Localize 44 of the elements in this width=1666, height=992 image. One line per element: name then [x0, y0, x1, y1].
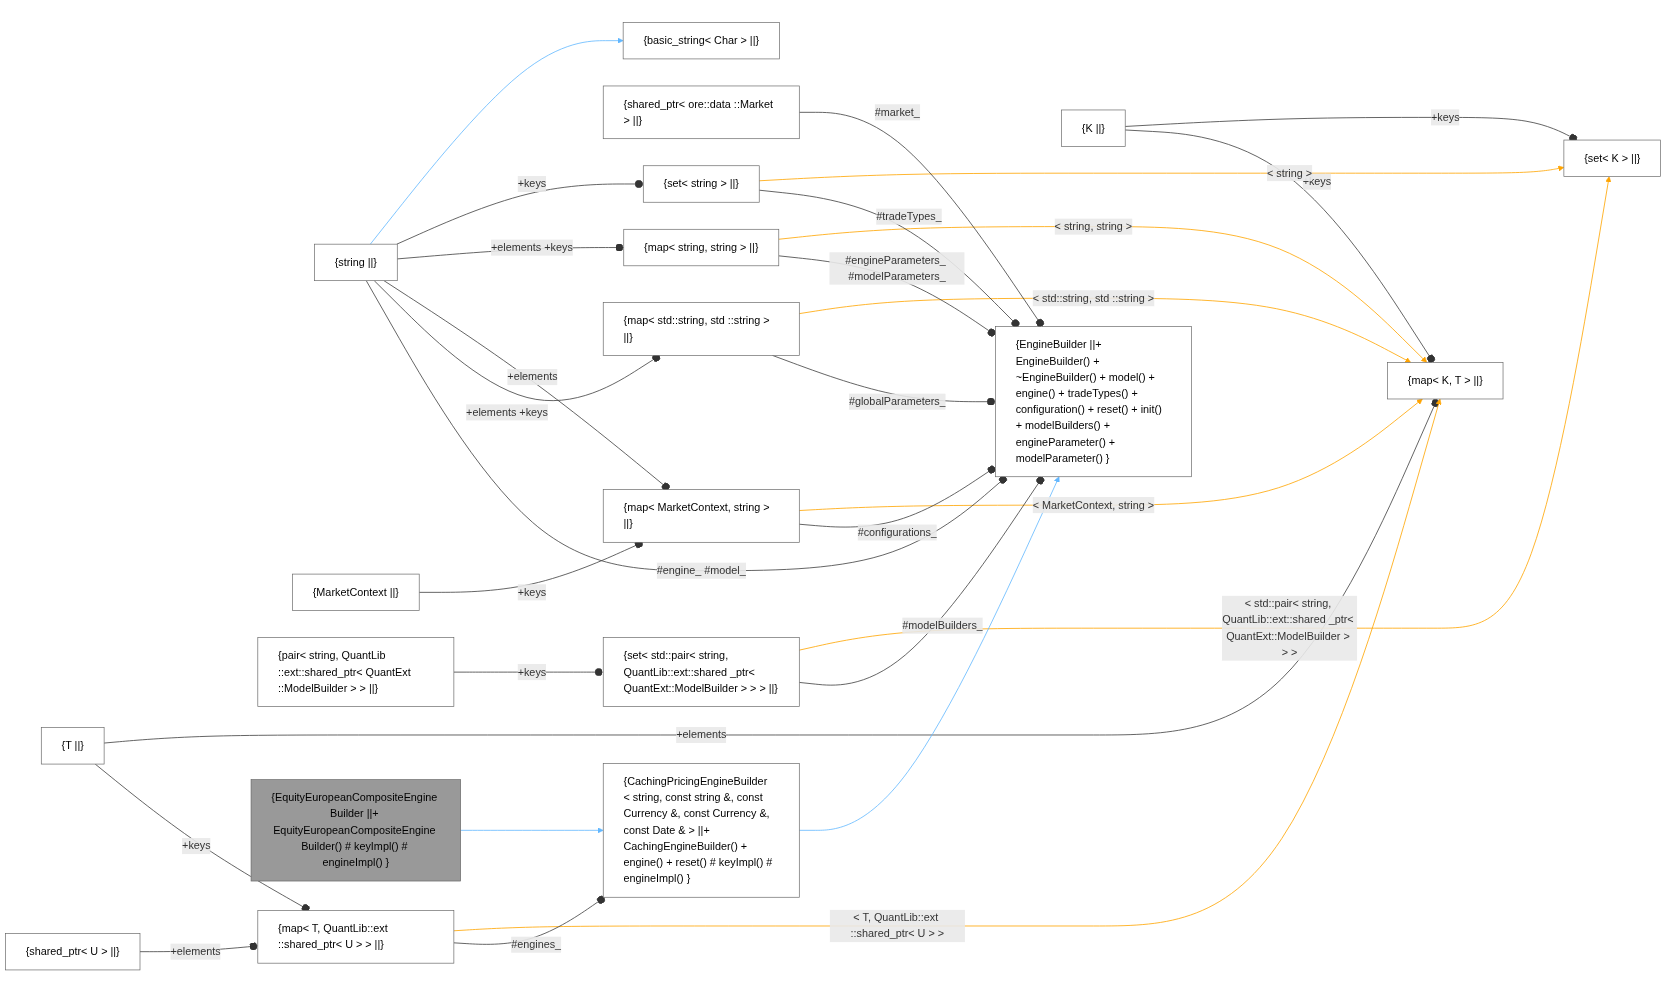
edge-label: < string, string >: [1054, 220, 1133, 232]
node-box: {MarketContext ||}: [292, 573, 420, 611]
node-box: {set< K > ||}: [1563, 139, 1661, 177]
node-box: {EquityEuropeanCompositeEngine Builder ||+ EquityEuropeanCompositeEngine Builder() # keyImpl() # engineImpl() }: [250, 779, 461, 882]
node-box: {pair< string, QuantLib ::ext::shared_ptr< QuantExt ::ModelBuilder > > ||}: [257, 637, 455, 707]
edge-label: #engineParameters_ #modelParameters_: [845, 254, 946, 282]
edge-label: +keys: [182, 839, 211, 852]
edge-label: < string >: [1266, 166, 1312, 179]
edge-label: +elements: [507, 370, 558, 383]
node-box: {CachingPricingEngineBuilder < string, const string &, const Currency &, const Currency &, const Date & > ||+ CachingEngineBuilder() + engine() + reset() # keyImpl() # engineImpl() }: [602, 762, 800, 898]
node-box: {shared_ptr< ore::data ::Market > ||}: [602, 85, 800, 139]
edge-label: +keys: [1430, 111, 1460, 123]
node-box: {basic_string< Char > ||}: [622, 21, 780, 60]
edge-label: < std::string, std ::string >: [1032, 291, 1155, 304]
node-box: {map< string, string > ||}: [623, 228, 780, 266]
edge-label: #engines_: [511, 938, 562, 950]
node-box: {map< T, QuantLib::ext ::shared_ptr< U > > ||}: [257, 909, 455, 964]
node-box: {set< string > ||}: [642, 165, 760, 203]
edge-label: +elements +keys: [466, 406, 548, 418]
edge-label: #configurations_: [857, 526, 938, 538]
node-box: {T ||}: [40, 727, 105, 765]
node-box: {map< std::string, std ::string > ||}: [602, 302, 800, 356]
edge-label: #tradeTypes_: [876, 210, 942, 222]
edge-label: +elements: [676, 728, 727, 741]
edge-label: #modelBuilders_: [902, 619, 983, 631]
node-box: {shared_ptr< U > ||}: [5, 932, 141, 971]
edge-label: +elements +keys: [491, 241, 573, 253]
edge-label: +keys: [517, 177, 547, 190]
edge-label: +keys: [1302, 175, 1332, 187]
edge-label: #market_: [874, 106, 920, 118]
edge-label: < std::pair< string, QuantLib::ext::shared _ptr< QuantExt::ModelBuilder > > >: [1222, 597, 1354, 658]
edge-label: #globalParameters_: [848, 395, 946, 407]
edge-label: < MarketContext, string >: [1032, 498, 1155, 511]
edge-label: +keys: [517, 586, 547, 598]
edge-label: #engine_ #model_: [656, 564, 746, 576]
node-box: {map< MarketContext, string > ||}: [602, 489, 800, 543]
edge-label: +keys: [517, 665, 547, 678]
edge-label: < T, QuantLib::ext ::shared_ptr< U > >: [850, 911, 945, 940]
node-box: {string ||}: [314, 243, 398, 281]
node-box: {map< K, T > ||}: [1387, 361, 1504, 400]
node-box: {EngineBuilder ||+ EngineBuilder() + ~EngineBuilder() + model() + engine() + tradeTypes() + configuration() + reset() + init() + modelBuilders() + engineParameter() + modelParameter() }: [995, 326, 1192, 477]
node-box: {K ||}: [1061, 109, 1126, 147]
node-box: {set< std::pair< string, QuantLib::ext::shared _ptr< QuantExt::ModelBuilder > > > ||}: [602, 637, 800, 707]
edge-label: +elements: [170, 945, 221, 957]
